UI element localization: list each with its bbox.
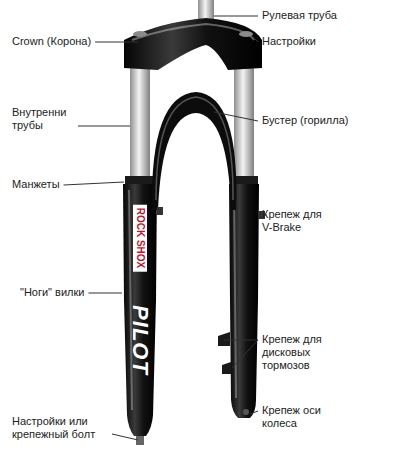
brand-text: ROCK SHOX: [133, 205, 147, 272]
right-adjuster-cap: [239, 31, 253, 37]
fork-crown: [124, 18, 262, 70]
right-lower-leg: [229, 184, 259, 418]
part-label: Crown (Корона): [12, 35, 91, 48]
leader-line: [78, 126, 130, 127]
left-leg-highlight: [129, 190, 132, 410]
fork-brace: [152, 92, 236, 210]
left-stanchion: [130, 58, 150, 182]
leader-line: [214, 16, 258, 17]
part-label: Внутренни трубы: [12, 106, 74, 132]
part-label: Крепеж для дисковых тормозов: [262, 333, 334, 372]
part-label: "Ноги" вилки: [20, 286, 84, 299]
part-label: Рулевая труба: [262, 9, 337, 22]
part-label: Настройки: [262, 35, 316, 48]
leader-line: [64, 182, 124, 185]
part-label: Настройки или крепежный болт: [12, 415, 108, 441]
part-label: Манжеты: [12, 178, 60, 191]
left-adjuster-cap: [133, 31, 147, 37]
leader-line: [252, 36, 258, 42]
right-leg-highlight: [234, 190, 236, 398]
part-label: Бустер (горилла): [262, 114, 349, 127]
crown-highlight: [132, 24, 254, 40]
part-label: Крепеж оси колеса: [262, 404, 334, 430]
brand-text: PILOT: [129, 305, 151, 375]
disc-mount-tab: [222, 362, 231, 374]
v-brake-boss: [157, 207, 163, 215]
leader-line: [250, 411, 258, 414]
leader-line: [88, 293, 122, 294]
bottom-bolt: [136, 436, 144, 445]
leader-line: [232, 340, 258, 368]
leader-line: [214, 112, 258, 121]
leader-line: [112, 434, 138, 440]
axle-dropout: [243, 409, 249, 415]
leader-line: [95, 42, 138, 43]
brace-highlight: [156, 97, 233, 200]
disc-mount-tab: [218, 332, 230, 346]
part-label: Крепеж для V-Brake: [262, 208, 334, 234]
leader-line: [224, 340, 258, 341]
left-lower-leg: [123, 184, 157, 436]
